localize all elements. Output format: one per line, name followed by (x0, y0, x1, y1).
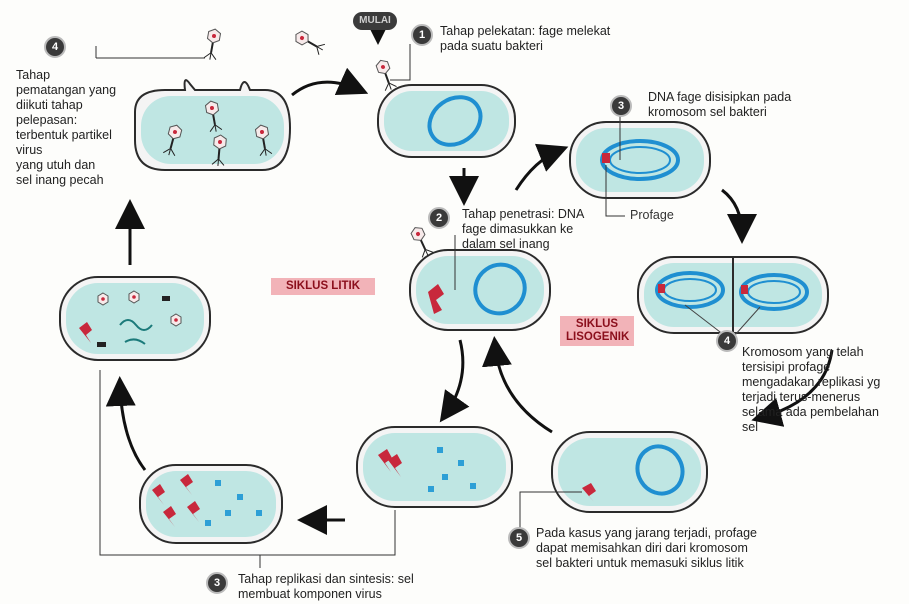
step-5-text: Pada kasus yang jarang terjadi, profage … (536, 526, 757, 571)
step-1-text: Tahap pelekatan: fage melekat pada suatu… (440, 24, 610, 54)
step-4-lytic-text: Tahap pematangan yang diikuti tahap pele… (16, 68, 116, 188)
cell-excision (520, 432, 707, 528)
step-5-badge: 5 (508, 527, 530, 549)
step-4-lyso-text: Kromosom yang telah tersisipi profage me… (742, 345, 880, 435)
step-3-lyso-text: DNA fage disisipkan pada kromosom sel ba… (648, 90, 791, 120)
step-4-lytic-badge: 4 (44, 36, 66, 58)
cell-maturation-release (135, 28, 326, 170)
lysogenic-cycle-label: SIKLUS LISOGENIK (560, 316, 634, 346)
cell-synthesis-late (140, 465, 282, 543)
start-label: MULAI (353, 12, 397, 30)
step-4-lyso-badge: 4 (716, 330, 738, 352)
step-2-badge: 2 (428, 207, 450, 229)
cell-integration (570, 122, 710, 198)
profage-label: Profage (630, 208, 674, 223)
step-1-badge: 1 (411, 24, 433, 46)
step-3-lytic-text: Tahap replikasi dan sintesis: sel membua… (238, 572, 414, 602)
step-2-text: Tahap penetrasi: DNA fage dimasukkan ke … (462, 207, 584, 252)
step-3-lyso-badge: 3 (610, 95, 632, 117)
cell-attachment (375, 58, 515, 157)
step-3-lytic-badge: 3 (206, 572, 228, 594)
cell-replication (357, 427, 512, 507)
cell-dividing (638, 257, 828, 335)
cell-assembly (60, 277, 210, 360)
lytic-cycle-label: SIKLUS LITIK (271, 278, 375, 295)
